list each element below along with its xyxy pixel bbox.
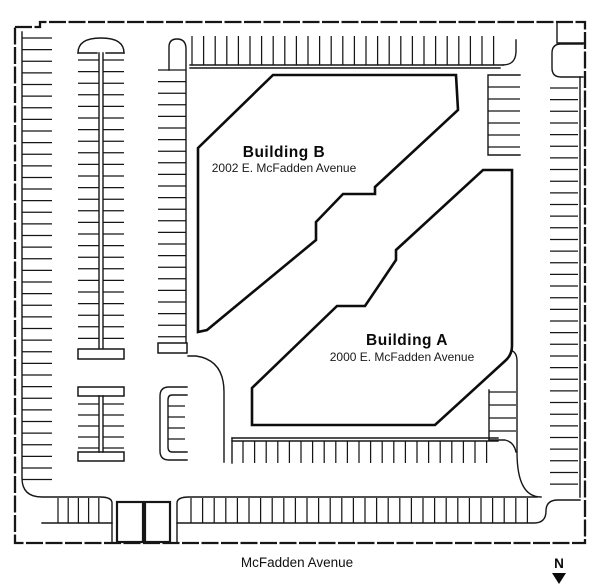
block-h-stalls: [489, 391, 516, 432]
site-boundary: [13, 20, 587, 545]
block-g-stalls: [488, 86, 520, 148]
top-row-end-cap: [502, 39, 517, 66]
building-b-name: Building B: [243, 144, 326, 161]
building-b-address: 2002 E. McFadden Avenue: [212, 161, 357, 175]
building-a-address: 2000 E. McFadden Avenue: [330, 350, 475, 364]
island-c-bottom-cap: [77, 348, 125, 360]
left-column-stalls: [22, 37, 52, 481]
c-island-inner: [167, 394, 188, 453]
bottom-row-right-stalls: [190, 498, 529, 523]
building-b-footprint: [196, 73, 460, 334]
mid-row-curb: [231, 437, 499, 442]
island-c-dome-cap: [77, 37, 125, 54]
left-curb: [21, 31, 113, 544]
island-e-stalls: [158, 69, 186, 338]
island-d-left-stalls: [78, 403, 99, 449]
c-island-stalls: [168, 405, 185, 440]
north-arrow-triangle: [552, 573, 566, 584]
boundary-corner-notch: [556, 21, 586, 44]
island-d-bottom-cap: [77, 451, 125, 462]
island-d-spine: [98, 395, 104, 453]
mid-row-stalls: [242, 441, 488, 463]
entrance-right-curb: [176, 496, 538, 544]
top-row-stalls: [191, 36, 495, 65]
entrance-median-right: [143, 500, 172, 544]
island-c-left-stalls: [78, 59, 99, 340]
west-aisle-corner-curb: [187, 355, 225, 463]
island-c-spine: [98, 52, 104, 350]
island-e-bottom-cap: [157, 342, 188, 354]
right-column-top-cap: [551, 43, 584, 78]
building-a-name: Building A: [366, 332, 448, 349]
c-island-outer: [159, 386, 188, 461]
entrance-median-left: [115, 500, 145, 544]
right-column-stalls: [550, 87, 578, 485]
north-arrow-icon: N: [552, 556, 566, 584]
island-e-hook: [168, 38, 187, 344]
southeast-corner-curb: [176, 499, 581, 524]
block-h-right-curb: [505, 349, 542, 498]
north-label: N: [554, 556, 564, 571]
building-a-footprint: [250, 168, 514, 427]
island-c-right-stalls: [103, 59, 124, 340]
parking-stall-lines: [22, 36, 578, 523]
island-d-top-cap: [77, 386, 125, 397]
bottom-row-left-stalls: [57, 498, 100, 523]
island-d-right-stalls: [103, 403, 124, 449]
block-g-outline: [487, 74, 521, 156]
block-h-bottom-curb: [488, 439, 517, 453]
street-label: McFadden Avenue: [241, 555, 353, 570]
